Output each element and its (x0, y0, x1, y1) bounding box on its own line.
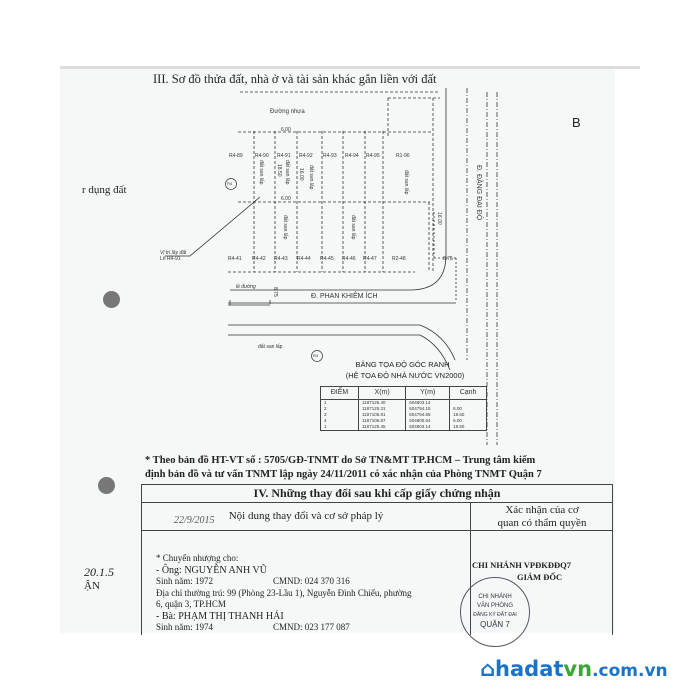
col-header-authority: quan có thẩm quyền (497, 517, 587, 529)
lot-label: R2-48 (392, 256, 406, 262)
fill-label: đất san lấp (282, 215, 288, 240)
fill-label: đất san lấp (350, 215, 356, 240)
punch-hole (98, 477, 115, 494)
road-bottom-label: Đ. PHAN KHIÊM ÍCH (311, 293, 378, 300)
note-line-2: định bản đồ và tư vấn TNMT lập ngày 24/1… (145, 469, 542, 480)
col-header: ĐIỂM (319, 386, 360, 400)
road-top-label: Đường nhựa (270, 109, 305, 115)
zone-label: R4 (227, 181, 233, 186)
zone-marker (311, 350, 323, 362)
lot-label: R4-92 (299, 153, 313, 159)
dim-top: 6.00 (281, 127, 291, 133)
col-header: Cạnh (449, 386, 487, 400)
zone-marker (225, 178, 237, 190)
lot-label: R4-47 (363, 256, 377, 262)
nhadatvn-watermark: ⌂hadatvn.com.vn (480, 657, 668, 681)
lot-label: R4-45 (320, 256, 334, 262)
lot-label: R4-89 (229, 153, 243, 159)
authority-name: CHI NHÁNH VPĐKĐĐQ7 (472, 560, 572, 570)
director-title: GIÁM ĐỐC (517, 572, 563, 582)
dim-mid: 6.00 (281, 196, 291, 202)
punch-hole (103, 291, 120, 308)
note-line-1: * Theo bản đồ HT-VT số : 5705/GĐ-TNMT do… (145, 455, 536, 466)
lot-label: R4-44 (297, 256, 311, 262)
col-header: Y(m) (405, 386, 451, 400)
margin-date: 20.1.5 (84, 565, 114, 579)
lot-label: R1-96 (396, 153, 410, 159)
page-edge (60, 66, 640, 69)
lot-label: R4-43 (274, 256, 288, 262)
fill-label: đất san lấp (403, 170, 409, 195)
dim-depth: 18.50 (276, 164, 282, 177)
section4-title: IV. Những thay đổi sau khi cấp giấy chứn… (142, 485, 612, 503)
dim-corner: 8.75 (443, 256, 453, 262)
coord-table-subtitle: (HỆ TỌA ĐỘ NHÀ NƯỚC VN2000) (345, 371, 465, 380)
fill-label: đất san lấp (258, 160, 264, 185)
col-header-authority: Xác nhận của cơ (505, 504, 579, 516)
col-header: X(m) (358, 386, 407, 400)
section4-table: IV. Những thay đổi sau khi cấp giấy chứn… (141, 484, 613, 647)
fill-label: đất san lấp (284, 160, 290, 185)
section3-title: III. Sơ đồ thửa đất, nhà ở và tài sản kh… (153, 72, 437, 86)
col-header-content: Nội dung thay đổi và cơ sở pháp lý (228, 510, 384, 522)
lot-label: R4-91 (277, 153, 291, 159)
dim-right: 16.00 (436, 212, 442, 225)
lot-label: Lô R4-91 (160, 256, 181, 262)
fill-label: đất san lấp (258, 344, 283, 350)
lot-label: R4-94 (345, 153, 359, 159)
lot-label: R4-46 (342, 256, 356, 262)
dim-depth2: 16.00 (298, 168, 304, 181)
lot-label: R4-95 (366, 153, 380, 159)
dim-left: 8.75 (272, 287, 278, 297)
scanned-page (60, 68, 615, 633)
margin-letter: B (572, 115, 581, 130)
coord-table-title: BẢNG TỌA ĐỘ GÓC RANH (355, 360, 450, 369)
lot-label: R4-41 (228, 256, 242, 262)
lot-label: R4-90 (255, 153, 269, 159)
road-right-label: Đ. ĐẶNG ĐẠI ĐỘ (475, 165, 482, 221)
home-icon: ⌂ (480, 657, 496, 681)
location-label: Vị trí lây đất (160, 250, 187, 256)
lot-label: R4-42 (252, 256, 266, 262)
road-edge-label: lề đường (236, 284, 256, 290)
margin-word: ẬN (84, 580, 100, 592)
lot-label: R4-93 (323, 153, 337, 159)
handwritten-date: 22/9/2015 (174, 515, 215, 526)
transfer-details: * Chuyển nhượng cho: - Ông: NGUYỄN ANH V… (156, 553, 412, 632)
margin-text: r dụng đất (82, 184, 127, 196)
zone-label: R4 (313, 353, 319, 358)
fill-label: đất san lấp (308, 165, 314, 190)
